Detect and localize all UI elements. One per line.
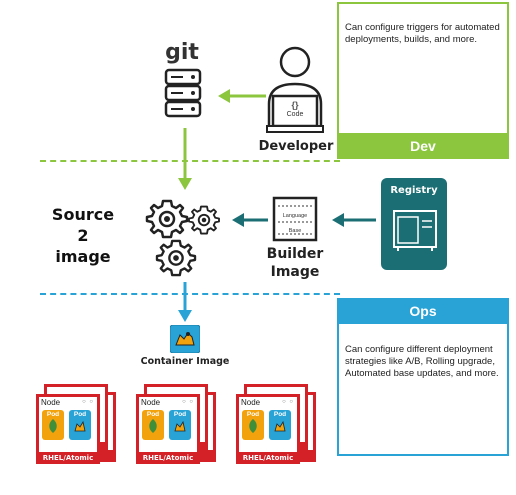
pod-label: Pod [273, 411, 287, 418]
ops-tab: Ops [337, 298, 509, 324]
developer-icon [266, 46, 324, 133]
dev-note: Can configure triggers for automated dep… [345, 22, 500, 45]
container-image-icon [170, 325, 200, 353]
pod-label: Pod [46, 411, 60, 418]
pod-blue: Pod [269, 410, 291, 440]
source-label-line3: image [55, 247, 111, 266]
node-title: Node [241, 398, 261, 407]
node-title: Node [41, 398, 61, 407]
ops-separator [40, 293, 340, 295]
ops-note: Can configure different deployment strat… [345, 344, 499, 379]
arrow-git-to-gears-icon [178, 128, 192, 190]
arrow-gears-to-container-icon [178, 282, 192, 322]
leaf-icon [49, 419, 57, 433]
dev-panel: Can configure triggers for automated dep… [337, 2, 509, 159]
pod-label: Pod [146, 411, 160, 418]
pod-label: Pod [246, 411, 260, 418]
ops-panel: Ops Can configure different deployment s… [337, 298, 509, 456]
node-title: Node [141, 398, 161, 407]
pod-orange: Pod [42, 410, 64, 440]
laptop-brace: {} [291, 100, 299, 110]
builder-image-icon [272, 196, 318, 242]
container-label: Container Image [140, 356, 230, 367]
arrow-developer-to-git-icon [218, 89, 266, 103]
source-label-line2: 2 [77, 226, 89, 245]
registry-label: Registry [390, 185, 438, 196]
dev-tab: Dev [337, 133, 509, 159]
rhel-label: RHEL/Atomic [36, 452, 100, 464]
pod-label: Pod [73, 411, 87, 418]
cat-icon [274, 420, 286, 432]
database-icon [164, 68, 202, 118]
pod-blue: Pod [69, 410, 91, 440]
node-dots-icon: ○ ○ [82, 399, 94, 405]
rhel-label: RHEL/Atomic [236, 452, 300, 464]
developer-label: Developer [258, 139, 334, 154]
node-dots-icon: ○ ○ [182, 399, 194, 405]
pod-orange: Pod [142, 410, 164, 440]
builder-doc-top: Language [282, 213, 308, 219]
arrow-builder-to-gears-icon [232, 213, 268, 227]
gears-icon [145, 199, 220, 277]
cat-icon [174, 420, 186, 432]
laptop-code: Code [286, 111, 304, 118]
leaf-icon [149, 419, 157, 433]
dev-separator [40, 160, 340, 162]
node-dots-icon: ○ ○ [282, 399, 294, 405]
builder-label-line1: Builder [266, 246, 324, 262]
cat-icon [74, 420, 86, 432]
rhel-label: RHEL/Atomic [136, 452, 200, 464]
pod-orange: Pod [242, 410, 264, 440]
arrow-registry-to-builder-icon [332, 213, 376, 227]
builder-doc-bottom: Base [288, 228, 302, 234]
git-label: git [165, 40, 199, 65]
leaf-icon [249, 419, 257, 433]
pod-label: Pod [173, 411, 187, 418]
builder-label-line2: Image [270, 264, 320, 280]
registry-icon [393, 210, 437, 251]
pod-blue: Pod [169, 410, 191, 440]
source-label-line1: Source [51, 205, 115, 224]
